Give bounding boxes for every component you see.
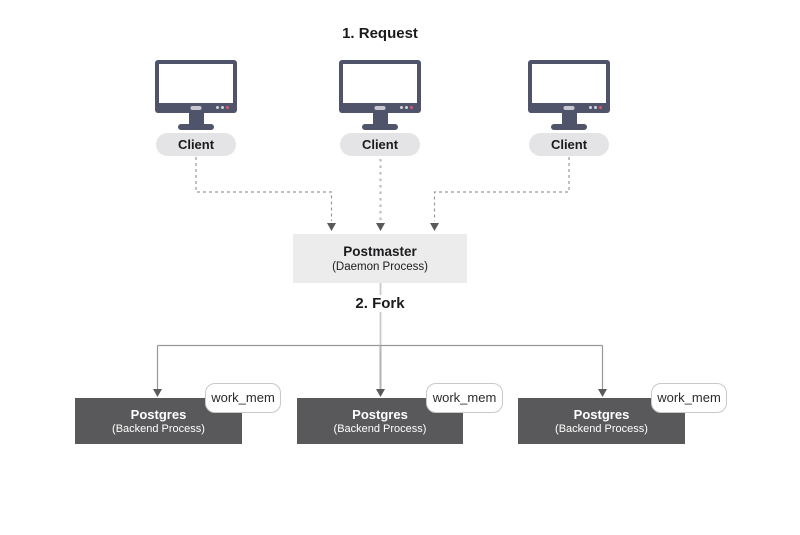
indicator-dot-icon [405, 106, 408, 109]
postmaster-box: Postmaster (Daemon Process) [293, 234, 467, 283]
monitor-button-icon [374, 106, 386, 110]
monitor-stand [188, 113, 204, 124]
step-2-label: 2. Fork [293, 295, 467, 312]
client-node-3: Client [528, 60, 610, 156]
monitor-bezel [339, 60, 421, 113]
indicator-dot-icon [594, 106, 597, 109]
monitor-screen [532, 64, 606, 103]
backend-subtitle: (Backend Process) [112, 422, 205, 435]
monitor-icon [528, 60, 610, 130]
backend-title: Postgres [130, 406, 187, 422]
work-mem-badge: work_mem [426, 383, 503, 413]
monitor-stand [372, 113, 388, 124]
client-right-connector-line [433, 157, 570, 221]
monitor-bezel [155, 60, 237, 113]
indicator-dot-icon [400, 106, 403, 109]
client-left-connector-line [195, 157, 333, 221]
monitor-button-icon [563, 106, 575, 110]
monitor-icon [339, 60, 421, 130]
client-node-2: Client [339, 60, 421, 156]
monitor-screen [343, 64, 417, 103]
power-dot-icon [410, 106, 413, 109]
monitor-button-icon [190, 106, 202, 110]
arrowhead-to-backend-middle [376, 389, 385, 397]
backend-subtitle: (Backend Process) [333, 422, 427, 435]
monitor-base [178, 124, 214, 130]
power-dot-icon [599, 106, 602, 109]
backend-title: Postgres [573, 406, 630, 422]
client-label: Client [340, 133, 420, 156]
client-node-1: Client [155, 60, 237, 156]
arrowhead-to-backend-right [598, 389, 607, 397]
client-label: Client [156, 133, 236, 156]
monitor-bezel [528, 60, 610, 113]
monitor-base [362, 124, 398, 130]
power-dot-icon [226, 106, 229, 109]
backend-subtitle: (Backend Process) [555, 422, 648, 435]
arrowhead-to-postmaster-middle [376, 223, 385, 231]
backend-title: Postgres [352, 406, 408, 422]
arrowhead-to-postmaster-right [430, 223, 439, 231]
postmaster-title: Postmaster [343, 243, 417, 259]
postmaster-subtitle: (Daemon Process) [332, 260, 428, 273]
arrowhead-to-postmaster-left [327, 223, 336, 231]
indicator-dot-icon [589, 106, 592, 109]
client-label: Client [529, 133, 609, 156]
step-1-label: 1. Request [342, 25, 418, 42]
monitor-screen [159, 64, 233, 103]
work-mem-badge: work_mem [651, 383, 727, 413]
arrowhead-to-backend-left [153, 389, 162, 397]
indicator-dot-icon [221, 106, 224, 109]
monitor-icon [155, 60, 237, 130]
monitor-stand [561, 113, 577, 124]
indicator-dot-icon [216, 106, 219, 109]
work-mem-badge: work_mem [205, 383, 281, 413]
monitor-base [551, 124, 587, 130]
step-2-text: 2. Fork [346, 295, 414, 312]
